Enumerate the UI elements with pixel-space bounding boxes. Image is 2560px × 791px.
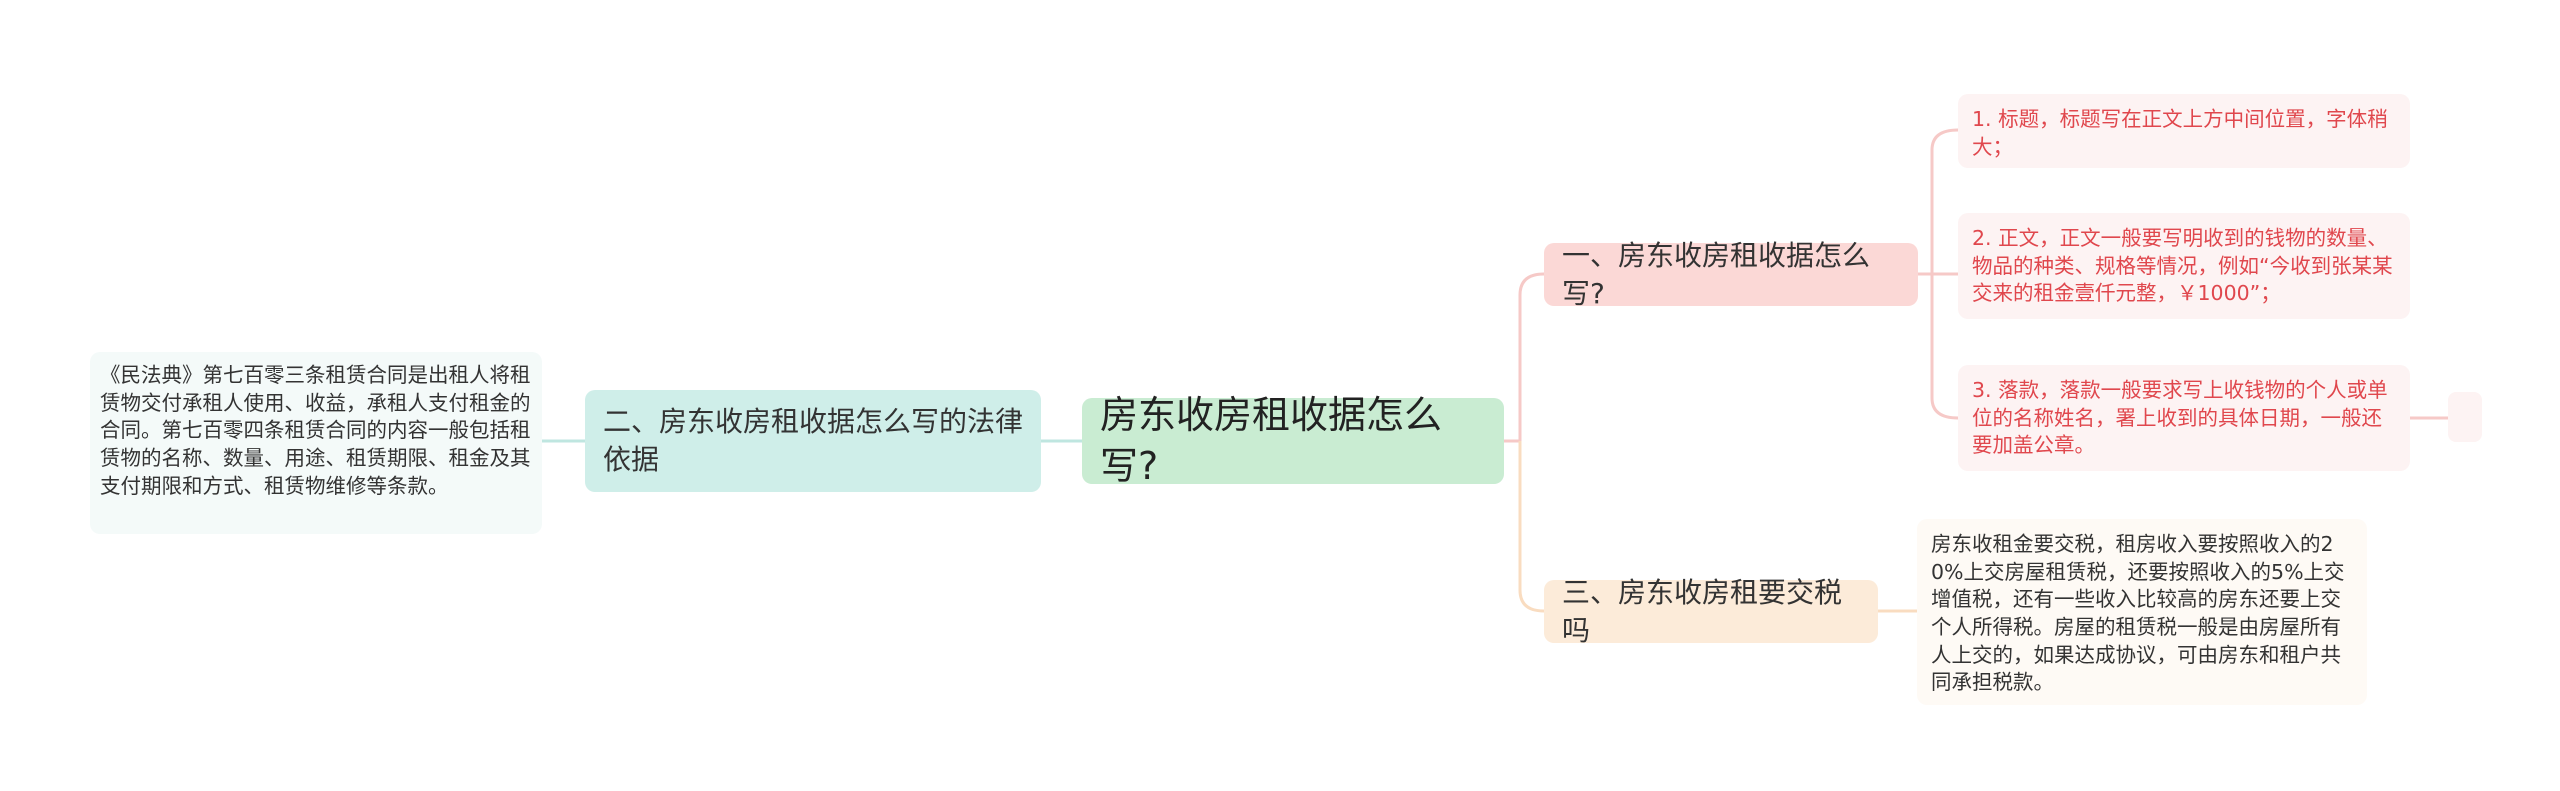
branch-tax-label: 三、房东收房租要交税吗: [1562, 575, 1843, 647]
connector-trunk-b1: [1518, 272, 1545, 441]
leaf-tax-detail[interactable]: 房东收租金要交税，租房收入要按照收入的20%上交房屋租赁税，还要按照收入的5%上…: [1917, 519, 2367, 705]
branch-how-to-write-label: 一、房东收房租收据怎么写?: [1562, 238, 1871, 310]
leaf-title[interactable]: 1. 标题，标题写在正文上方中间位置，字体稍大；: [1958, 94, 2410, 168]
connector-b1-leaf1: [1930, 128, 1959, 274]
connector-b1-leaf3: [1930, 274, 1959, 420]
branch-how-to-write[interactable]: 一、房东收房租收据怎么写?: [1544, 239, 1918, 310]
leaf-tax-detail-text: 房东收租金要交税，租房收入要按照收入的20%上交房屋租赁税，还要按照收入的5%上…: [1931, 532, 2345, 695]
branch-tax[interactable]: 三、房东收房租要交税吗: [1544, 576, 1878, 647]
leaf-body-text: 2. 正文，正文一般要写明收到的钱物的数量、物品的种类、规格等情况，例如“今收到…: [1972, 226, 2393, 306]
root-topic-label: 房东收房租收据怎么写?: [1100, 392, 1443, 488]
leaf-civil-code[interactable]: 《民法典》第七百零三条租赁合同是出租人将租赁物交付承租人使用、收益，承租人支付租…: [90, 352, 542, 534]
root-topic[interactable]: 房东收房租收据怎么写?: [1082, 393, 1504, 488]
leaf-signature[interactable]: 3. 落款，落款一般要求写上收钱物的个人或单位的名称姓名，署上收到的具体日期，一…: [1958, 365, 2410, 471]
branch-legal-basis-label: 二、房东收房租收据怎么写的法律依据: [603, 405, 1024, 476]
branch-legal-basis[interactable]: 二、房东收房租收据怎么写的法律依据: [585, 390, 1041, 492]
leaf-signature-text: 3. 落款，落款一般要求写上收钱物的个人或单位的名称姓名，署上收到的具体日期，一…: [1972, 378, 2388, 458]
collapsed-child-stub[interactable]: [2448, 392, 2482, 442]
leaf-title-text: 1. 标题，标题写在正文上方中间位置，字体稍大；: [1972, 107, 2388, 159]
leaf-civil-code-text: 《民法典》第七百零三条租赁合同是出租人将租赁物交付承租人使用、收益，承租人支付租…: [100, 363, 531, 498]
leaf-body[interactable]: 2. 正文，正文一般要写明收到的钱物的数量、物品的种类、规格等情况，例如“今收到…: [1958, 213, 2410, 319]
connector-trunk-b3: [1518, 441, 1545, 613]
